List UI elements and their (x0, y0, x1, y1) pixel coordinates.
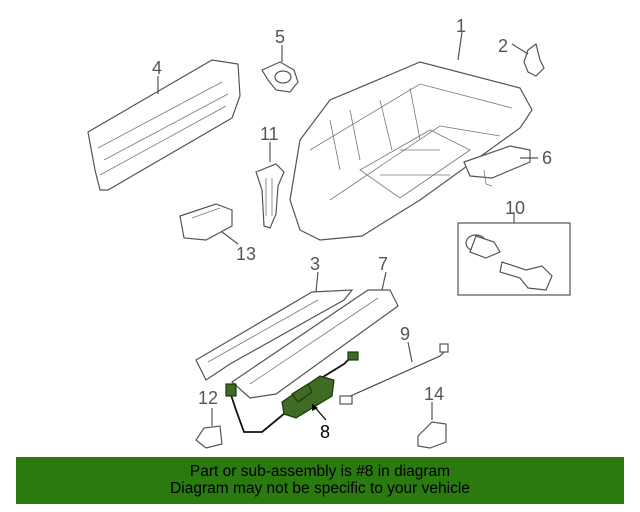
callout-10: 10 (505, 198, 525, 218)
part-10-lock-and-key (465, 234, 553, 291)
callout-5: 5 (275, 27, 285, 47)
part-7-inner-panel (231, 289, 399, 399)
part-6-bracket (463, 145, 531, 187)
banner-line-2: Diagram may not be specific to your vehi… (170, 480, 470, 497)
callout-13: 13 (236, 244, 256, 264)
callout-9: 9 (400, 324, 410, 344)
part-4-side-panel (87, 59, 241, 191)
part-5-clip (261, 61, 299, 93)
info-banner: Part or sub-assembly is #8 in diagram Di… (16, 457, 624, 504)
part-3-lid (195, 289, 354, 381)
callout-1: 1 (456, 16, 466, 36)
part-9-cable (339, 343, 449, 405)
banner-line-1: Part or sub-assembly is #8 in diagram (189, 463, 451, 480)
part-8-latch-harness (225, 351, 359, 433)
parts-diagram: 4 5 1 2 6 11 13 (87, 16, 571, 449)
callout-11: 11 (260, 124, 279, 144)
callout-6: 6 (542, 148, 552, 168)
part-1-glovebox (289, 61, 533, 241)
callout-8: 8 (320, 422, 330, 442)
callout-14: 14 (424, 384, 444, 404)
callout-2: 2 (498, 36, 508, 56)
part-12-bracket (195, 425, 223, 449)
part-11-pin (255, 163, 285, 229)
callout-4: 4 (152, 58, 162, 78)
part-14-clip (417, 421, 447, 449)
callout-3: 3 (310, 254, 320, 274)
part-13-switch (179, 203, 233, 241)
part-10-box (457, 222, 571, 296)
callout-12: 12 (198, 388, 218, 408)
part-2-stud (523, 42, 545, 77)
callout-7: 7 (378, 254, 388, 274)
